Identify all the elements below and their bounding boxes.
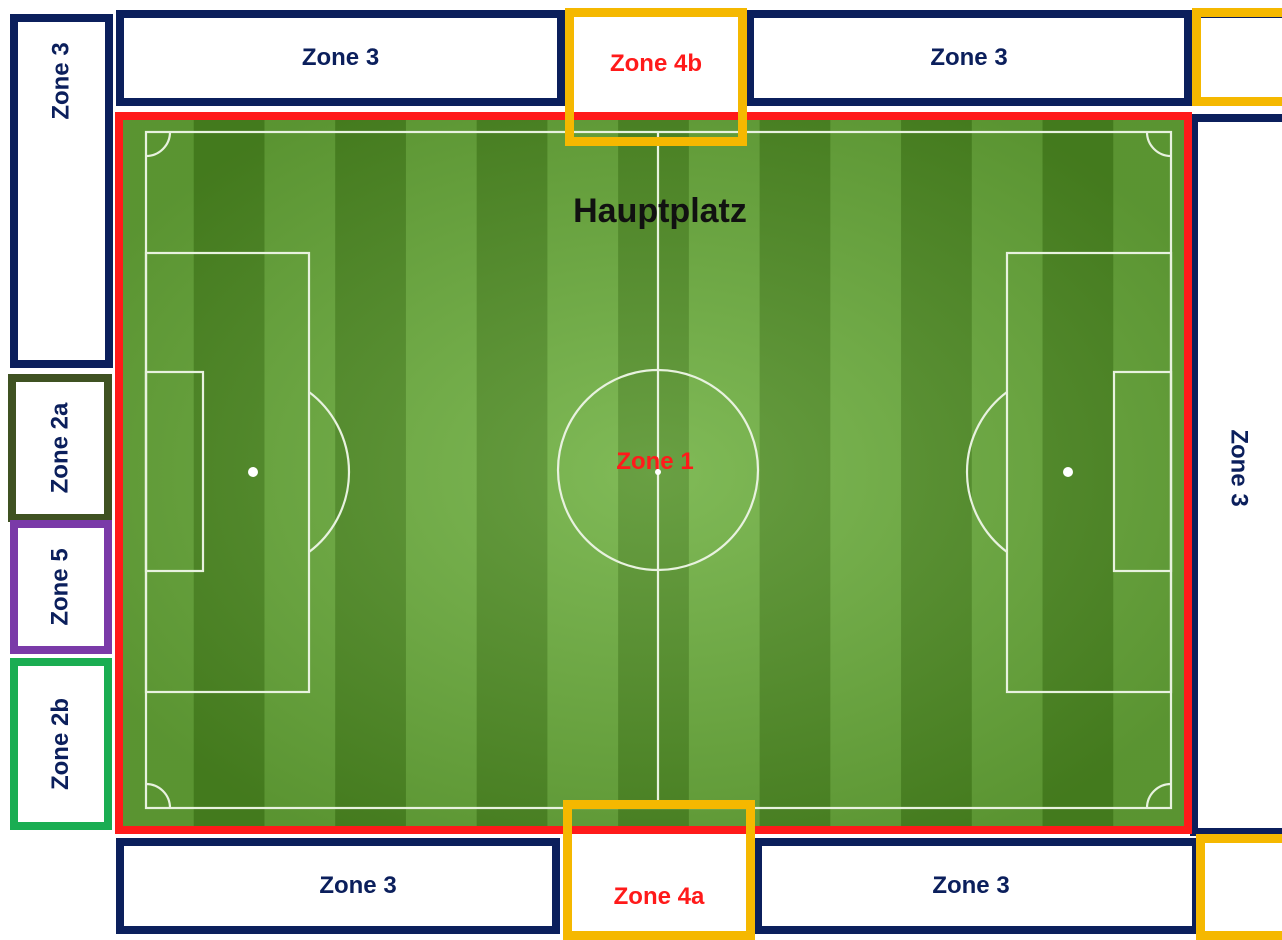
zone-label: Zone 2b <box>47 698 75 790</box>
pitch-title: Hauptplatz <box>490 192 830 231</box>
zone-3-top-left: Zone 3 <box>116 10 565 106</box>
zone-label: Zone 3 <box>930 44 1007 72</box>
zone-3-top-right: Zone 3 <box>746 10 1192 106</box>
zone-4a: Zone 4a <box>563 800 755 940</box>
zone-5: Zone 5 <box>10 520 112 654</box>
penalty-spot-left <box>248 467 258 477</box>
zone-4-top-far-right <box>1192 8 1282 106</box>
penalty-spot-right <box>1063 467 1073 477</box>
zone-label: Zone 4a <box>614 883 705 911</box>
zone-label: Zone 3 <box>1225 429 1253 506</box>
zone-label: Zone 2a <box>46 403 74 494</box>
zone-label: Zone 3 <box>48 42 76 119</box>
zone-1-label: Zone 1 <box>555 448 755 476</box>
zone-3-bottom-left: Zone 3 <box>116 838 560 934</box>
zone-label: Zone 4b <box>610 50 702 78</box>
zone-label: Zone 3 <box>302 44 379 72</box>
zone-label: Zone 5 <box>47 548 75 625</box>
zone-label: Zone 3 <box>932 872 1009 900</box>
zone-2b: Zone 2b <box>10 658 112 830</box>
zone-3-left-top: Zone 3 <box>10 14 113 368</box>
zone-3-right: Zone 3 <box>1190 114 1282 836</box>
zone-4-bottom-far-right <box>1196 834 1282 940</box>
zone-3-bottom-right: Zone 3 <box>754 838 1200 934</box>
zone-label: Zone 3 <box>319 872 396 900</box>
zone-4b: Zone 4b <box>565 8 747 146</box>
zone-2a: Zone 2a <box>8 374 112 522</box>
